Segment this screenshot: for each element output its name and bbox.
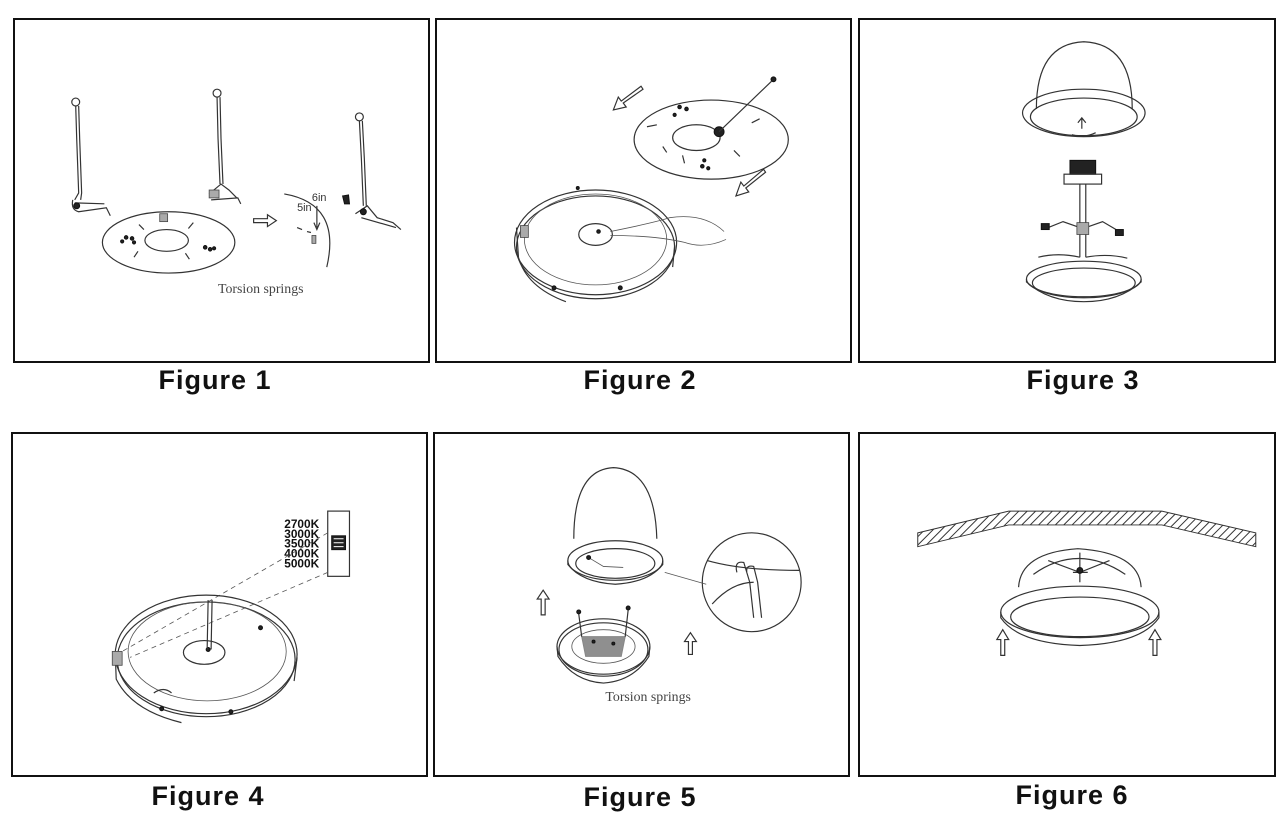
figure-1-illustration: 5in 6in Torsion springs — [71, 88, 402, 296]
kelvin-3500: 3500K — [284, 537, 319, 551]
light-ring — [111, 594, 298, 724]
up-arrow-icon-right — [1147, 628, 1162, 656]
kelvin-5000: 5000K — [284, 556, 319, 570]
measurement-6in: 6in — [312, 192, 327, 204]
ceiling-section — [917, 510, 1257, 548]
figure-6-illustration — [917, 510, 1257, 656]
torsion-spring-3 — [354, 112, 402, 230]
figure-4-illustration: 2700K 3000K 3500K 4000K 5000K — [111, 510, 351, 724]
trim-ring — [1025, 260, 1142, 303]
figure-2-panel — [435, 18, 852, 363]
arrow-down-left-icon-2 — [734, 168, 767, 197]
figure-5-panel: Torsion springs — [433, 432, 850, 777]
torsion-spring-2 — [208, 88, 242, 205]
figure-4-panel: 2700K 3000K 3500K 4000K 5000K — [11, 432, 428, 777]
up-arrow-icon-left — [536, 589, 551, 616]
figure-2-illustration — [513, 76, 789, 303]
arrow-down-left-icon-1 — [612, 85, 644, 111]
torsion-springs-label: Torsion springs — [218, 281, 303, 296]
kelvin-3000: 3000K — [284, 527, 319, 541]
kelvin-labels: 2700K 3000K 3500K 4000K 5000K — [284, 517, 319, 571]
torsion-spring-1 — [71, 97, 111, 216]
light-ring-with-driver — [513, 186, 727, 303]
figure-4-caption: Figure 4 — [151, 781, 265, 811]
measurement-5in: 5in — [297, 202, 312, 214]
figure-3-illustration — [1021, 41, 1146, 303]
up-arrow-icon-right — [683, 631, 698, 656]
figure-6-caption: Figure 6 — [1015, 780, 1129, 810]
cct-selector-switch — [327, 510, 351, 577]
figure-5-illustration: Torsion springs — [536, 467, 802, 704]
kelvin-4000: 4000K — [284, 547, 319, 561]
figure-3-caption: Figure 3 — [1026, 365, 1140, 395]
figure-2-caption: Figure 2 — [583, 365, 697, 395]
magnifier-detail — [664, 532, 802, 633]
light-fixture — [556, 605, 651, 684]
figure-1-panel: 5in 6in Torsion springs — [13, 18, 430, 363]
figure-5-caption: Figure 5 — [583, 782, 697, 812]
figure-1-caption: Figure 1 — [158, 365, 272, 395]
figure-6-panel — [858, 432, 1276, 777]
mounting-plate — [633, 76, 789, 180]
ceiling-can-housing — [1021, 41, 1146, 138]
up-arrow-icon-left — [995, 628, 1010, 656]
kelvin-2700: 2700K — [284, 517, 319, 531]
torsion-springs-label: Torsion springs — [605, 689, 690, 704]
mounting-plate — [101, 211, 236, 274]
recessed-light-fixture — [1000, 548, 1160, 647]
figure-3-panel — [858, 18, 1276, 363]
right-arrow-icon — [253, 213, 278, 228]
detail-arc: 5in 6in — [284, 192, 351, 268]
ceiling-can-housing — [567, 467, 664, 585]
connector-adapter — [1038, 159, 1128, 259]
